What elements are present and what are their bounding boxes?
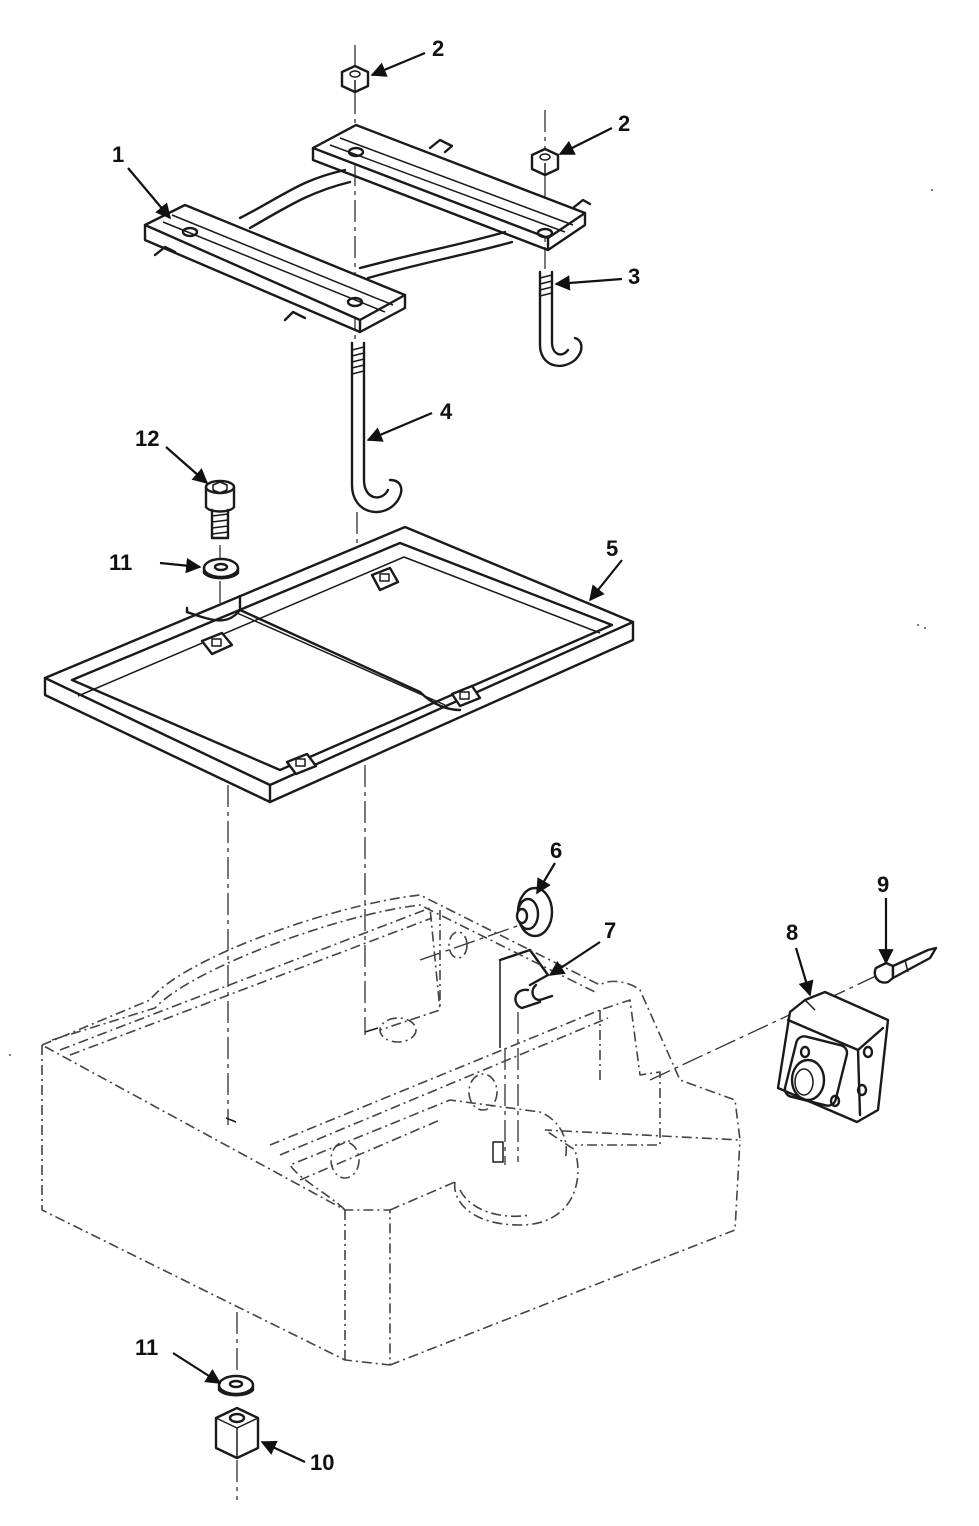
leader-6 — [536, 862, 556, 895]
leader-12 — [165, 446, 209, 485]
callout-6: 6 — [550, 838, 562, 863]
leader-7 — [548, 941, 601, 976]
washer-top — [202, 557, 240, 580]
callout-8: 8 — [786, 920, 798, 945]
callout-1: 1 — [112, 142, 124, 167]
callout-12: 12 — [135, 426, 159, 451]
rivet — [873, 946, 938, 984]
hex-nut-bottom — [214, 1406, 260, 1460]
leader-2a — [370, 51, 426, 77]
cap-screw — [204, 479, 236, 540]
leader-1 — [127, 167, 171, 220]
battery-hold-down-frame — [143, 123, 592, 334]
scan-specks — [9, 189, 933, 1056]
callout-7: 7 — [604, 918, 616, 943]
callout-2b: 2 — [618, 111, 630, 136]
leader-8 — [794, 947, 814, 997]
callout-3: 3 — [628, 264, 640, 289]
leader-5 — [589, 559, 623, 602]
callout-11b: 11 — [135, 1335, 158, 1360]
battery-tray — [43, 525, 635, 804]
leader-3 — [554, 275, 623, 291]
leader-11b — [172, 1352, 222, 1384]
leader-lines — [127, 51, 894, 1463]
callout-2a: 2 — [432, 36, 444, 61]
hook-bolt-short — [538, 270, 583, 367]
grommet — [515, 886, 554, 938]
callout-11a: 11 — [109, 550, 132, 575]
leader-11a — [159, 557, 202, 574]
battery-box-phantom — [41, 894, 741, 1366]
clip — [498, 948, 554, 1048]
callout-4: 4 — [440, 399, 453, 424]
callout-labels: 1 2 2 3 4 5 6 7 8 9 10 11 11 12 — [109, 36, 889, 1475]
callout-5: 5 — [606, 536, 618, 561]
leader-4 — [366, 411, 433, 442]
callout-10: 10 — [310, 1450, 334, 1475]
hook-bolt-long — [350, 341, 403, 514]
leader-10 — [260, 1440, 306, 1463]
washer-bottom — [217, 1374, 255, 1397]
leader-2b — [558, 127, 613, 155]
callout-9: 9 — [877, 872, 889, 897]
hex-nut-top-left — [340, 64, 370, 94]
hex-nut-top-right — [530, 147, 560, 177]
mounting-flange — [776, 990, 890, 1124]
